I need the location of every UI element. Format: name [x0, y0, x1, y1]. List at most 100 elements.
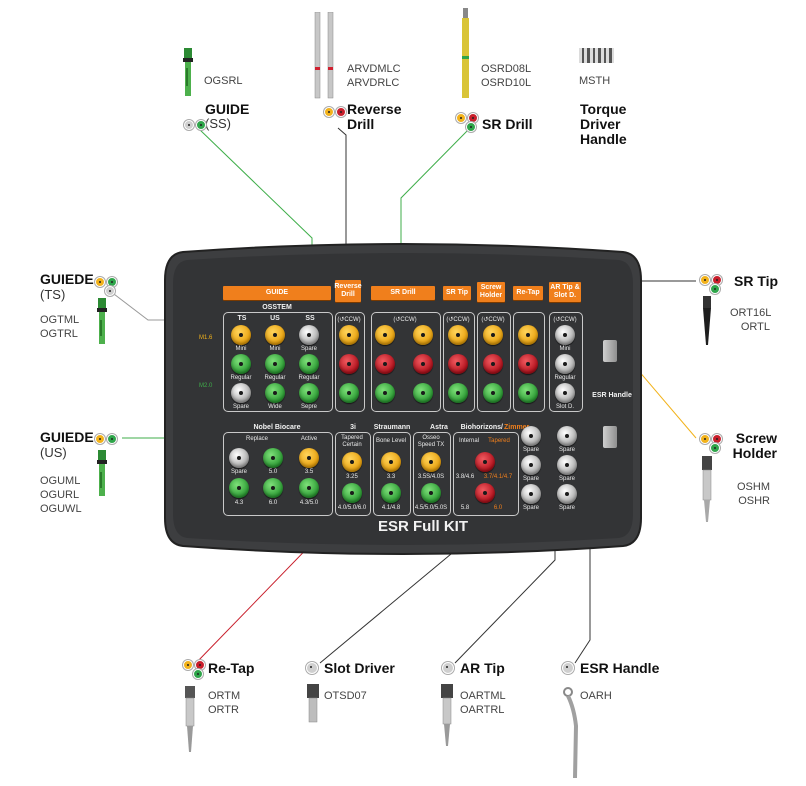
btn-srdrill-y2[interactable] [413, 325, 433, 345]
btn-spare-2[interactable] [557, 426, 577, 446]
btn-srdrill-r1[interactable] [375, 354, 395, 374]
esr-handle-case-label: ESR Handle [592, 392, 632, 399]
btn-srtip-yellow[interactable] [448, 325, 468, 345]
reverse-drill-panel [335, 312, 365, 412]
val-astra-bot: 4.5/5.0/5.0S [414, 505, 448, 511]
screw-holder-green-dot [710, 443, 720, 453]
btn-reverse-red[interactable] [339, 354, 359, 374]
btn-spare-4[interactable] [557, 455, 577, 475]
btn-us-wide[interactable] [265, 383, 285, 403]
esr-handle-tool-icon [563, 687, 579, 779]
lbl-spare-3: Spare [522, 476, 539, 482]
val-astra-top: 3.5S/4.0S [417, 474, 445, 480]
btn-straumann-33[interactable] [381, 452, 401, 472]
btn-nobel-60[interactable] [263, 478, 283, 498]
screw-holder-title: Screw Holder [732, 430, 777, 461]
btn-screwholder-yellow[interactable] [483, 325, 503, 345]
sr-tip-title: SR Tip [734, 273, 779, 289]
ccw-screw-holder: (↺CCW) [481, 317, 505, 323]
btn-srdrill-y1[interactable] [375, 325, 395, 345]
guide-us-subtitle: (US) [40, 445, 67, 460]
lbl-spare-1: Spare [522, 447, 539, 453]
btn-ss-regular[interactable] [299, 354, 319, 374]
esr-full-kit-case: GUIDE Reverse Drill SR Drill SR Tip Scre… [163, 240, 643, 558]
tag-screw-holder: Screw Holder [477, 282, 505, 302]
sr-drill-panel [371, 312, 441, 412]
tag-guide: GUIDE [223, 286, 331, 300]
lbl-nobel-43-50: 4.3/5.0 [299, 500, 319, 506]
btn-screwholder-red[interactable] [483, 354, 503, 374]
sr-tip-panel [443, 312, 475, 412]
slot-driver-tool-icon [307, 684, 319, 723]
re-tap-tool-icon [185, 686, 195, 752]
lbl-nobel-35: 3.5 [304, 469, 314, 475]
nobel-panel [223, 432, 333, 516]
brand-astra: Astra [430, 424, 448, 431]
btn-retap-green[interactable] [518, 383, 538, 403]
lbl-spare-6: Spare [558, 505, 575, 511]
btn-srdrill-g1[interactable] [375, 383, 395, 403]
lbl-ss-spare: Spare [300, 346, 317, 352]
brand-biohorizons: Biohorizons/ [460, 424, 503, 431]
btn-srdrill-g2[interactable] [413, 383, 433, 403]
guide-ss-color-dots [184, 120, 206, 130]
btn-nobel-43-50[interactable] [299, 478, 319, 498]
btn-bio-internal-38[interactable] [475, 452, 495, 472]
btn-srtip-green[interactable] [448, 383, 468, 403]
btn-astra-35[interactable] [421, 452, 441, 472]
size-m16: M1.6 [199, 335, 213, 341]
re-tap-panel [513, 312, 545, 412]
btn-nobel-35[interactable] [299, 448, 319, 468]
btn-srtip-red[interactable] [448, 354, 468, 374]
btn-ts-regular[interactable] [231, 354, 251, 374]
btn-srdrill-r2[interactable] [413, 354, 433, 374]
lbl-nobel-60: 6.0 [268, 500, 278, 506]
slot-driver-title: Slot Driver [324, 660, 395, 676]
btn-bio-58[interactable] [475, 483, 495, 503]
btn-reverse-green[interactable] [339, 383, 359, 403]
btn-astra-45[interactable] [421, 483, 441, 503]
btn-nobel-50[interactable] [263, 448, 283, 468]
ccw-sr-tip: (↺CCW) [446, 317, 470, 323]
btn-screwholder-green[interactable] [483, 383, 503, 403]
sr-tip-green-dot [710, 284, 720, 294]
handle-slot-top [603, 340, 617, 362]
btn-spare-6[interactable] [557, 484, 577, 504]
btn-spare-1[interactable] [521, 426, 541, 446]
btn-spare-3[interactable] [521, 455, 541, 475]
lbl-artip-regular: Regular [554, 375, 576, 381]
btn-us-mini[interactable] [265, 325, 285, 345]
lbl-artip-mini: Mini [559, 346, 571, 352]
btn-ts-spare[interactable] [231, 383, 251, 403]
btn-nobel-43[interactable] [229, 478, 249, 498]
torque-driver-handle-icon [579, 48, 614, 63]
guide-ss-tool-icon [183, 48, 193, 96]
slot-driver-codes: OTSD07 [324, 690, 367, 702]
btn-nobel-spare[interactable] [229, 448, 249, 468]
btn-artip-mini[interactable] [555, 325, 575, 345]
brand-zimmer: Zimmer [504, 424, 530, 431]
btn-retap-yellow[interactable] [518, 325, 538, 345]
btn-straumann-41[interactable] [381, 483, 401, 503]
val-straumann-bot: 4.1/4.8 [381, 505, 401, 511]
osstem-panel [223, 312, 333, 412]
btn-us-regular[interactable] [265, 354, 285, 374]
btn-3i-40[interactable] [342, 483, 362, 503]
btn-ss-sepre[interactable] [299, 383, 319, 403]
btn-spare-5[interactable] [521, 484, 541, 504]
ccw-sr-drill: (↺CCW) [393, 317, 417, 323]
btn-retap-red[interactable] [518, 354, 538, 374]
lbl-slot-driver: Slot D. [555, 404, 574, 410]
screw-holder-panel [477, 312, 511, 412]
btn-artip-regular[interactable] [555, 354, 575, 374]
guide-us-title: GUIEDE [40, 429, 94, 445]
btn-ts-mini[interactable] [231, 325, 251, 345]
btn-ss-spare[interactable] [299, 325, 319, 345]
btn-slot-driver[interactable] [555, 383, 575, 403]
lbl-nobel-50: 5.0 [268, 469, 278, 475]
esr-handle-codes: OARH [580, 690, 612, 702]
btn-3i-325[interactable] [342, 452, 362, 472]
btn-reverse-yellow[interactable] [339, 325, 359, 345]
col-ss: SS [305, 315, 315, 322]
